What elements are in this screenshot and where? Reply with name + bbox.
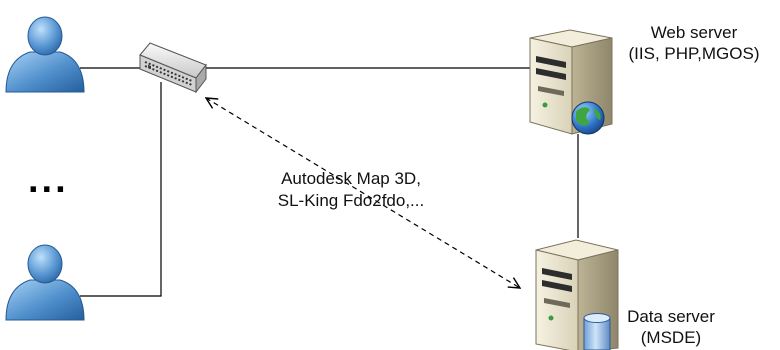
user-icon (5, 244, 85, 321)
more-users-ellipsis: ... (28, 159, 69, 201)
data-server-label: Data server (MSDE) (616, 306, 726, 348)
client-tools-line-1: Autodesk Map 3D, (281, 169, 421, 188)
web-server-name: Web server (650, 23, 738, 42)
database-cylinder-icon (583, 313, 611, 350)
web-server-label: Web server (IIS, PHP,MGOS) (612, 22, 776, 64)
client-tools-dashed-arrow (206, 98, 520, 288)
globe-icon (571, 101, 605, 135)
connection-lines (80, 67, 579, 297)
client-tools-line-2: SL-King Fdo2fdo,... (277, 191, 425, 210)
user2-to-switch-line (80, 82, 162, 297)
data-server-name: Data server (627, 307, 715, 326)
web-server-stack: (IIS, PHP,MGOS) (628, 44, 760, 63)
data-server-engine: (MSDE) (640, 328, 702, 347)
user-icon (5, 16, 85, 93)
network-switch-icon (139, 42, 207, 94)
client-tools-label: Autodesk Map 3D, SL-King Fdo2fdo,... (246, 168, 456, 212)
